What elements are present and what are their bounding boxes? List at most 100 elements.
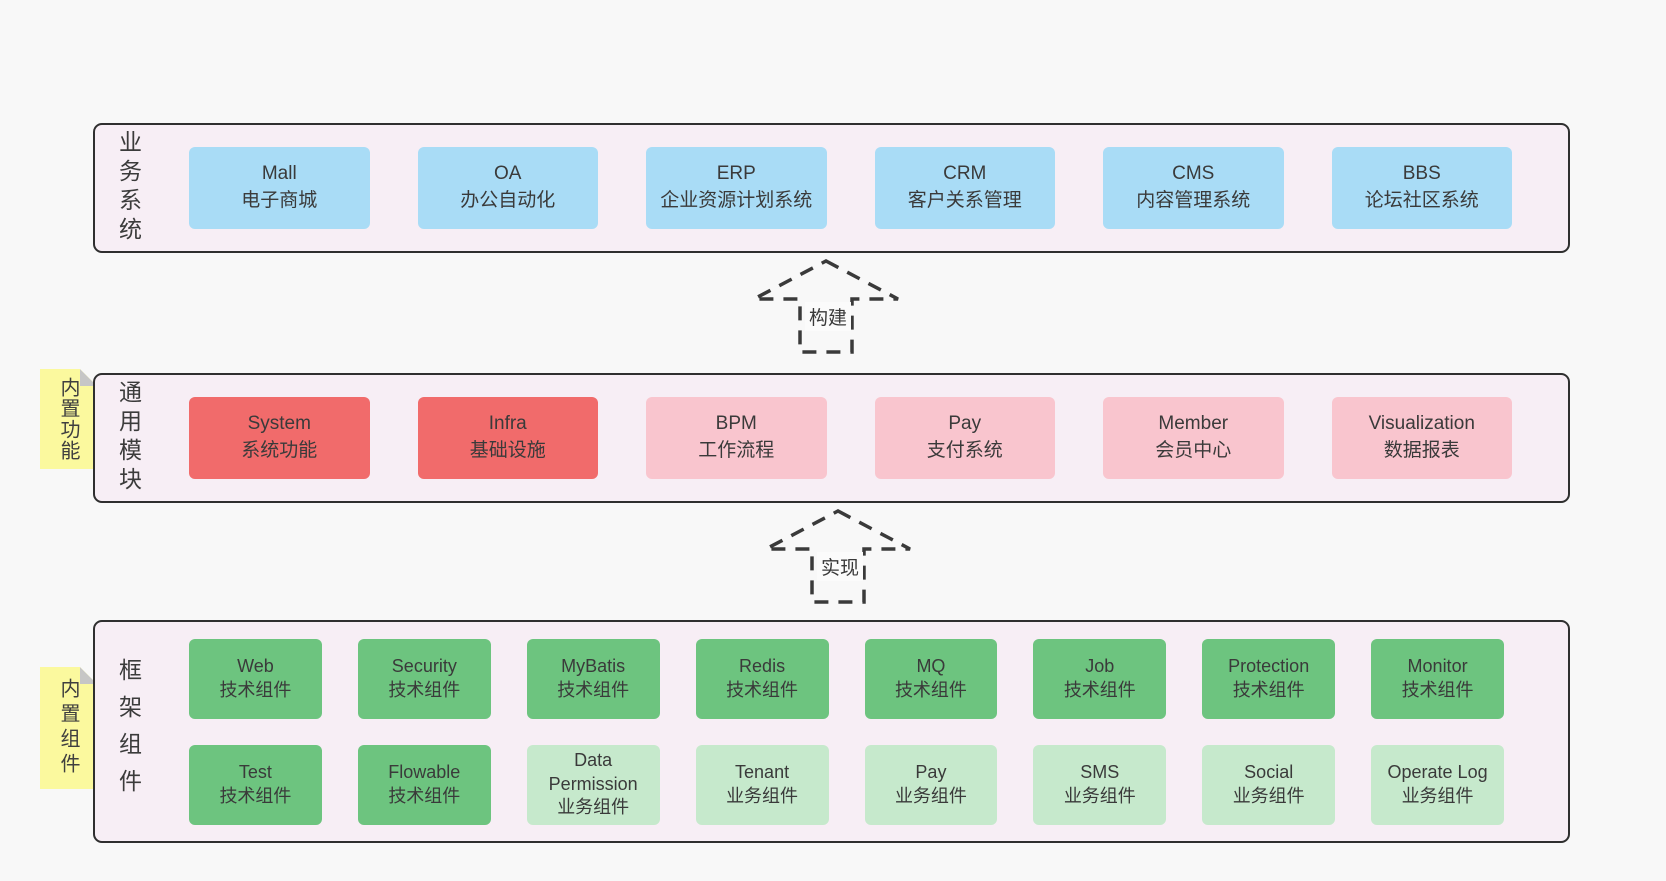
box-erp: ERP 企业资源计划系统 (646, 147, 827, 229)
box-title: Web (237, 656, 274, 677)
box-subtitle: 基础设施 (469, 440, 546, 461)
box-subtitle: 业务组件 (557, 797, 630, 818)
sticky-note-label: 内置组件 (57, 678, 79, 778)
box-system: System 系统功能 (189, 397, 370, 479)
box-title: ERP (716, 163, 756, 185)
box-subtitle: 业务组件 (1232, 785, 1305, 806)
box-title: Flowable (388, 762, 461, 783)
box-subtitle: 业务组件 (1063, 785, 1136, 806)
box-subtitle: 会员中心 (1155, 440, 1232, 461)
box-subtitle: 内容管理系统 (1136, 190, 1251, 211)
box-infra: Infra 基础设施 (417, 397, 598, 479)
box-subtitle: 技术组件 (219, 785, 292, 806)
box-crm: CRM 客户关系管理 (874, 147, 1055, 229)
box-title: Security (391, 656, 457, 677)
box-subtitle: 技术组件 (388, 785, 461, 806)
box-title: Test (238, 762, 272, 783)
box-subtitle: 技术组件 (1232, 679, 1305, 700)
box-data-permission: Data Permission 业务组件 (526, 744, 660, 825)
box-title: Mall (261, 163, 297, 185)
implement-arrow-icon (765, 509, 911, 604)
box-title: SMS (1080, 762, 1120, 783)
section-common-modules: 通用模块 System 系统功能 Infra 基础设施 BPM 工作流程 Pay 支付系统 Me… (93, 373, 1570, 503)
box-title: BBS (1402, 163, 1441, 185)
box-title: Redis (739, 656, 786, 677)
sticky-note-built-in-components: 内置组件 (40, 667, 97, 789)
box-title: Infra (488, 413, 527, 435)
box-title: OA (494, 163, 522, 185)
box-subtitle: 技术组件 (219, 679, 292, 700)
box-bpm: BPM 工作流程 (646, 397, 827, 479)
box-title: Monitor (1407, 656, 1468, 677)
box-title: BPM (715, 413, 757, 435)
build-arrow-label: 构建 (804, 302, 852, 331)
box-title: Pay (915, 762, 947, 783)
box-subtitle: 工作流程 (698, 440, 775, 461)
box-row-modules: System 系统功能 Infra 基础设施 BPM 工作流程 Pay 支付系统 Member 会… (189, 397, 1512, 479)
box-title: CMS (1172, 163, 1215, 185)
box-title: Pay (948, 413, 982, 435)
implement-arrow-label: 实现 (816, 552, 864, 581)
box-subtitle: 办公自动化 (460, 190, 556, 211)
box-subtitle: 技术组件 (1063, 679, 1136, 700)
box-member: Member 会员中心 (1103, 397, 1284, 479)
box-row-business: Mall 电子商城 OA 办公自动化 ERP 企业资源计划系统 CRM 客户关系管理 CMS 内容… (189, 147, 1512, 229)
box-oa: OA 办公自动化 (417, 147, 598, 229)
box-subtitle: 技术组件 (1401, 679, 1474, 700)
box-pay: Pay 支付系统 (874, 397, 1055, 479)
box-title: System (247, 413, 311, 435)
box-bbs: BBS 论坛社区系统 (1331, 147, 1512, 229)
box-subtitle: 技术组件 (557, 679, 630, 700)
box-subtitle: 企业资源计划系统 (660, 190, 813, 211)
box-subtitle: 技术组件 (894, 679, 967, 700)
box-title: Tenant (735, 762, 790, 783)
sticky-note-label: 内置功能 (57, 377, 79, 461)
box-subtitle: 技术组件 (388, 679, 461, 700)
box-visualization: Visualization 数据报表 (1331, 397, 1512, 479)
box-title: MyBatis (561, 656, 626, 677)
section-label-common-modules: 通用模块 (115, 380, 142, 496)
box-subtitle: 论坛社区系统 (1364, 190, 1479, 211)
sticky-note-built-in-features: 内置功能 (40, 369, 97, 469)
box-subtitle: 业务组件 (894, 785, 967, 806)
build-arrow-icon (753, 259, 899, 354)
box-subtitle: 业务组件 (1401, 785, 1474, 806)
box-subtitle: 业务组件 (726, 785, 799, 806)
box-subtitle: 系统功能 (241, 440, 318, 461)
section-business-systems: 业务系统 Mall 电子商城 OA 办公自动化 ERP 企业资源计划系统 CRM 客户关系管理… (93, 123, 1570, 253)
box-subtitle: 支付系统 (926, 440, 1003, 461)
box-subtitle: 客户关系管理 (907, 190, 1022, 211)
box-title: Member (1158, 413, 1229, 435)
box-subtitle: 数据报表 (1383, 440, 1460, 461)
box-title: Visualization (1368, 413, 1475, 435)
box-title: Social (1244, 762, 1294, 783)
box-title: CRM (943, 163, 987, 185)
box-subtitle: 技术组件 (726, 679, 799, 700)
box-title: Protection (1228, 656, 1310, 677)
box-title: Job (1085, 656, 1115, 677)
section-label-business-systems: 业务系统 (115, 130, 142, 246)
box-subtitle: 电子商城 (241, 190, 318, 211)
box-title: Data Permission (548, 750, 638, 794)
section-label-framework-components: 框架组件 (115, 657, 142, 806)
box-title: Operate Log (1387, 762, 1488, 783)
